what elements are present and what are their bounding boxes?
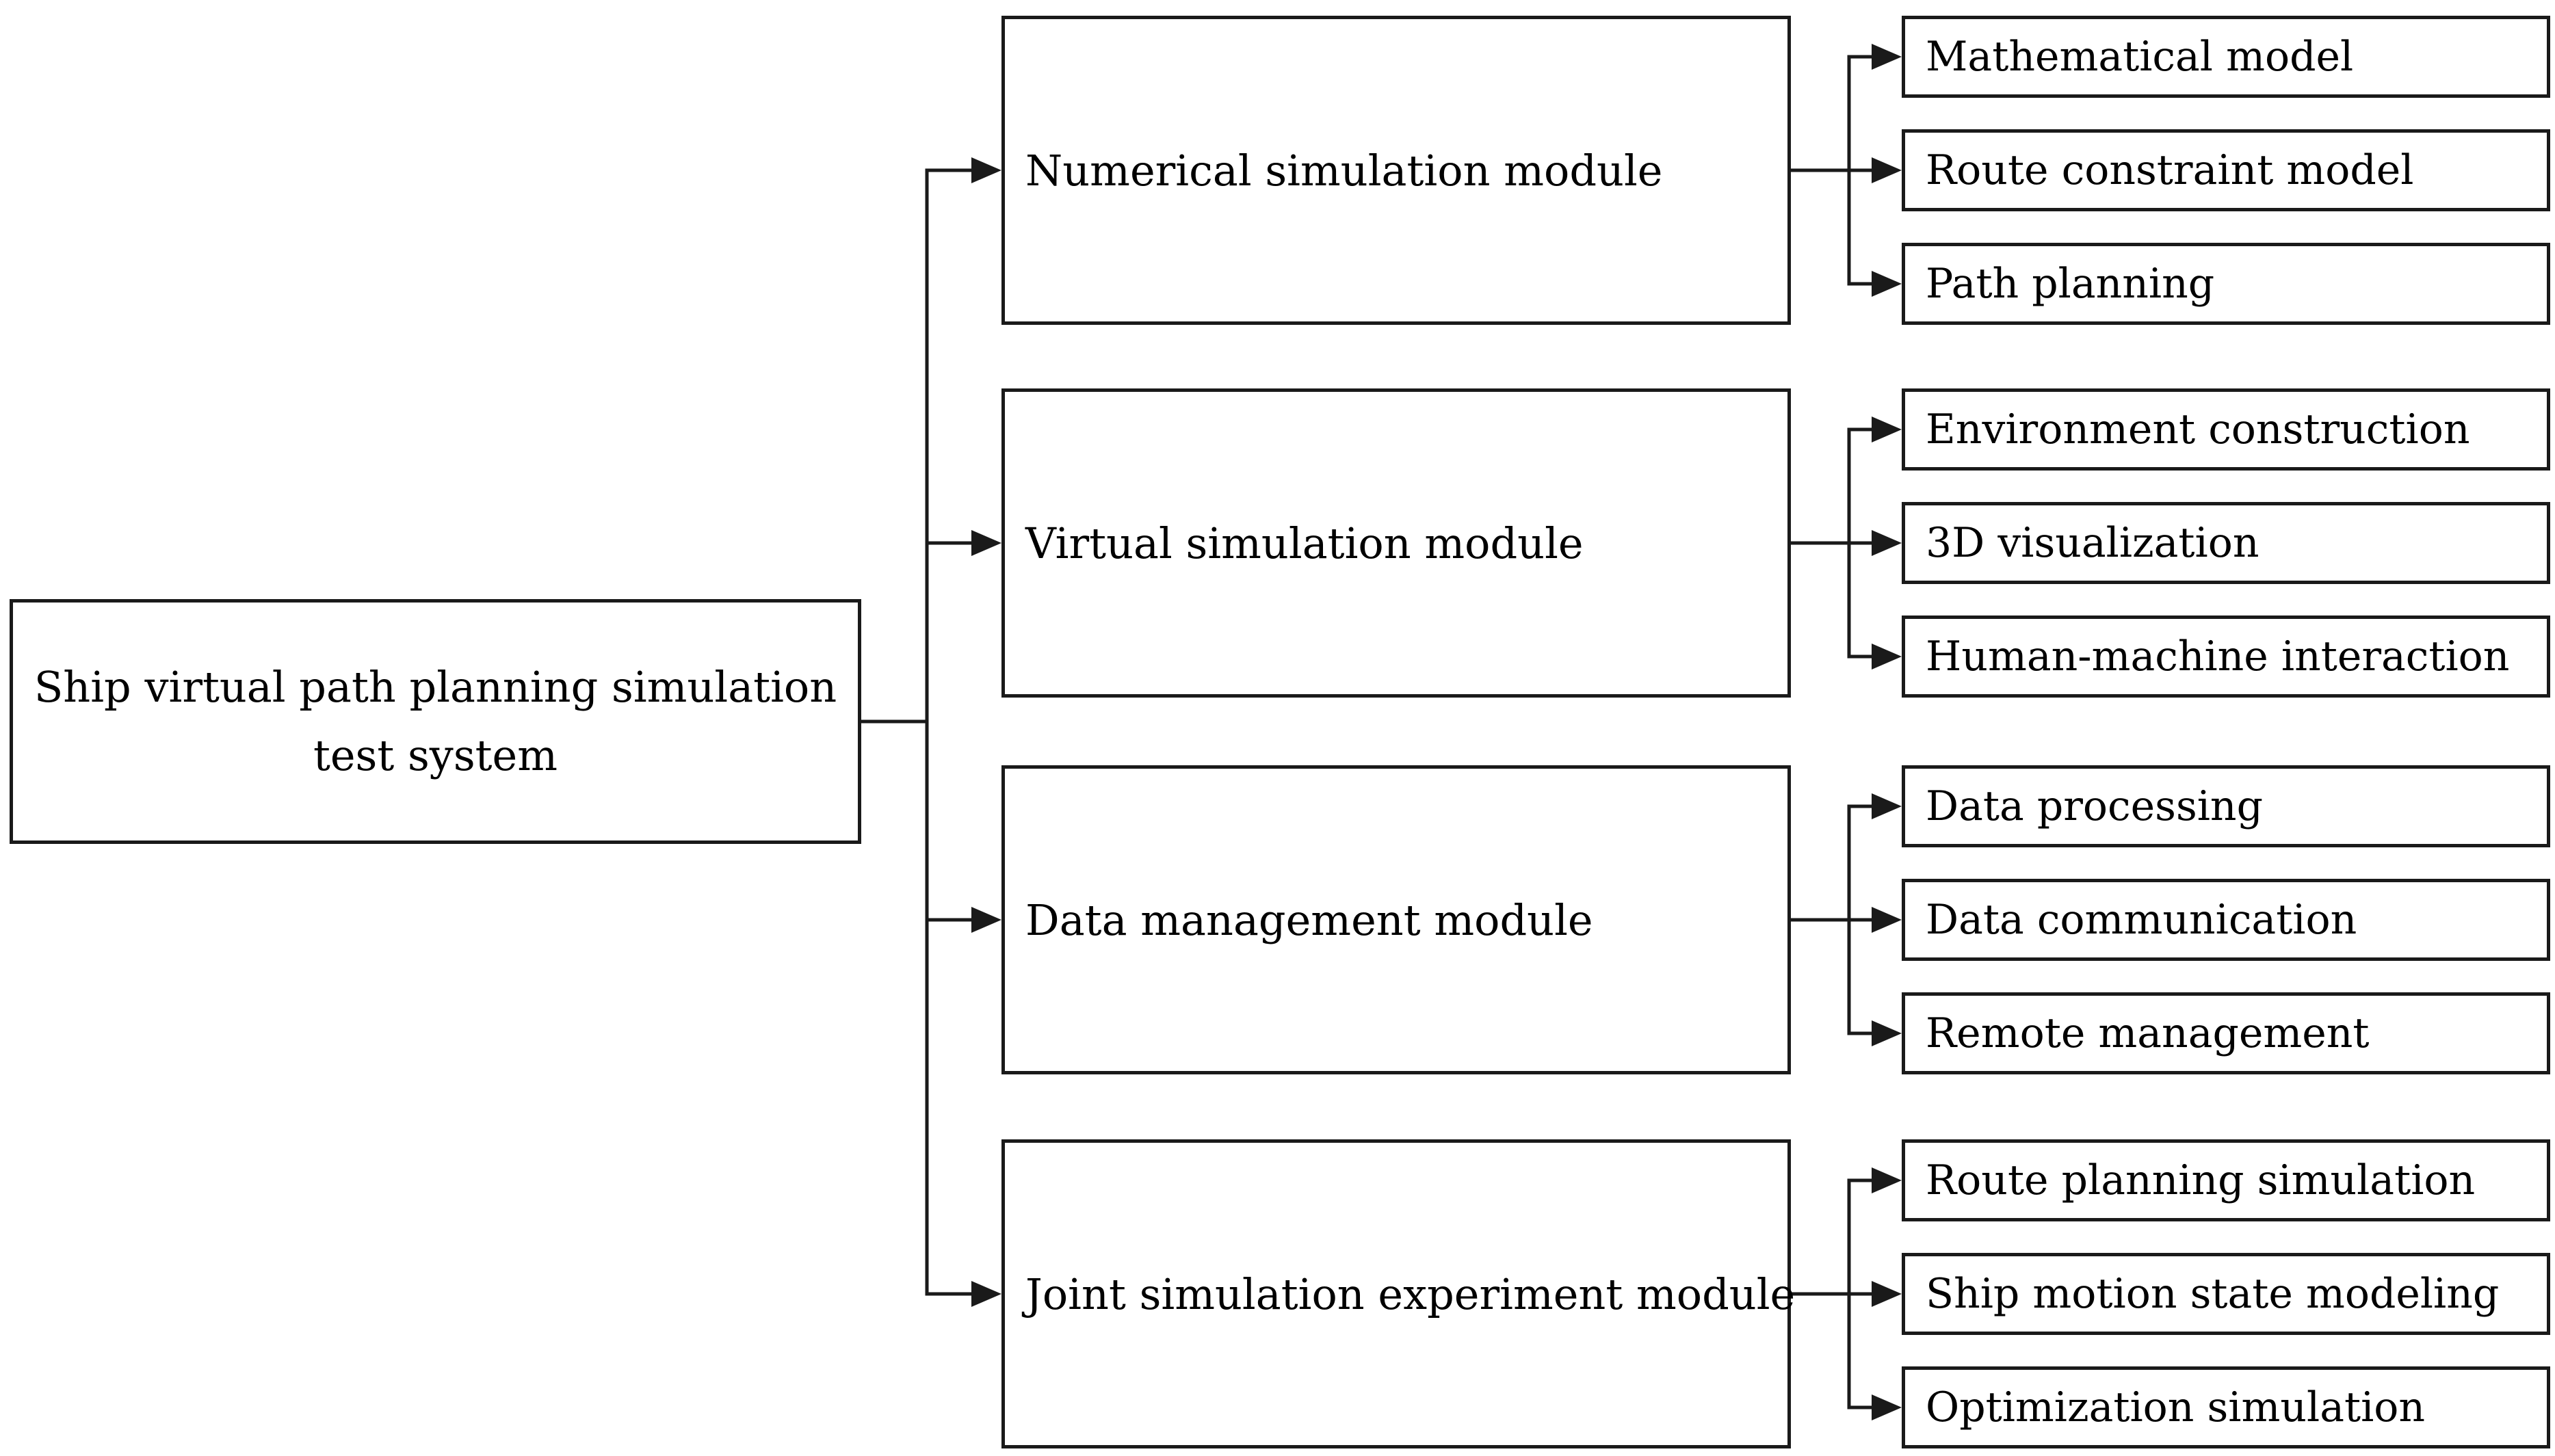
leaf-label-path-planning: Path planning bbox=[1926, 260, 2215, 308]
leaf-box-route-constraint-model: Route constraint model bbox=[1902, 129, 2550, 211]
leaf-label-mathematical-model: Mathematical model bbox=[1926, 33, 2354, 81]
leaf-box-optimization-simulation: Optimization simulation bbox=[1902, 1366, 2550, 1448]
module-arrow-4-arrowhead bbox=[971, 1281, 1001, 1307]
leaf-box-mathematical-model: Mathematical model bbox=[1902, 16, 2550, 98]
leaf-box-ship-motion-state-modeling: Ship motion state modeling bbox=[1902, 1253, 2550, 1335]
leaf-label-ship-motion-state-modeling: Ship motion state modeling bbox=[1926, 1270, 2500, 1318]
module-box-joint-simulation-experiment: Joint simulation experiment module bbox=[1001, 1139, 1795, 1448]
leaf-label-3d-visualization: 3D visualization bbox=[1926, 519, 2259, 567]
leaf-arrow-4-3-arrowhead bbox=[1872, 1394, 1902, 1420]
module-arrow-2-arrowhead bbox=[971, 530, 1001, 556]
leaf-box-data-processing: Data processing bbox=[1902, 765, 2550, 847]
leaf-label-remote-management: Remote management bbox=[1926, 1009, 2370, 1057]
leaf-label-optimization-simulation: Optimization simulation bbox=[1926, 1384, 2426, 1431]
leaf-arrow-2-3-arrowhead bbox=[1872, 644, 1902, 670]
module-label-virtual-simulation: Virtual simulation module bbox=[1025, 518, 1584, 568]
leaf-box-human-machine-interaction: Human-machine interaction bbox=[1902, 616, 2550, 698]
leaf-box-data-communication: Data communication bbox=[1902, 879, 2550, 961]
leaf-label-human-machine-interaction: Human-machine interaction bbox=[1926, 633, 2510, 680]
module-label-joint-simulation-experiment: Joint simulation experiment module bbox=[1025, 1269, 1796, 1319]
leaf-arrow-1-2-arrowhead bbox=[1872, 157, 1902, 183]
leaf-label-route-planning-simulation: Route planning simulation bbox=[1926, 1156, 2476, 1204]
leaf-label-data-processing: Data processing bbox=[1926, 782, 2263, 830]
module-box-numerical-simulation: Numerical simulation module bbox=[1001, 16, 1791, 325]
module-label-numerical-simulation: Numerical simulation module bbox=[1025, 145, 1663, 196]
leaf-label-environment-construction: Environment construction bbox=[1926, 406, 2470, 453]
leaf-arrow-3-1-arrowhead bbox=[1872, 793, 1902, 819]
module-arrow-1-arrowhead bbox=[971, 157, 1001, 183]
leaf-arrow-4-1-arrowhead bbox=[1872, 1167, 1902, 1193]
module-label-data-management: Data management module bbox=[1025, 895, 1593, 945]
leaf-arrow-1-3-arrowhead bbox=[1872, 271, 1902, 297]
leaf-arrow-4-2-arrowhead bbox=[1872, 1281, 1902, 1307]
module-box-data-management: Data management module bbox=[1001, 765, 1791, 1074]
leaf-box-3d-visualization: 3D visualization bbox=[1902, 502, 2550, 584]
module-box-virtual-simulation: Virtual simulation module bbox=[1001, 388, 1791, 698]
leaf-arrow-2-1-arrowhead bbox=[1872, 416, 1902, 442]
leaf-arrow-2-2-arrowhead bbox=[1872, 530, 1902, 556]
leaf-arrow-3-2-arrowhead bbox=[1872, 907, 1902, 933]
leaf-arrow-1-1-arrowhead bbox=[1872, 44, 1902, 70]
root-system-label: Ship virtual path planning simulation te… bbox=[34, 662, 837, 780]
leaf-box-route-planning-simulation: Route planning simulation bbox=[1902, 1139, 2550, 1221]
leaf-box-environment-construction: Environment construction bbox=[1902, 388, 2550, 471]
root-system-box: Ship virtual path planning simulation te… bbox=[10, 599, 861, 844]
module-arrow-3-arrowhead bbox=[971, 907, 1001, 933]
leaf-label-data-communication: Data communication bbox=[1926, 896, 2357, 944]
leaf-label-route-constraint-model: Route constraint model bbox=[1926, 146, 2414, 194]
leaf-arrow-3-3-arrowhead bbox=[1872, 1020, 1902, 1046]
leaf-box-path-planning: Path planning bbox=[1902, 243, 2550, 325]
leaf-box-remote-management: Remote management bbox=[1902, 992, 2550, 1074]
